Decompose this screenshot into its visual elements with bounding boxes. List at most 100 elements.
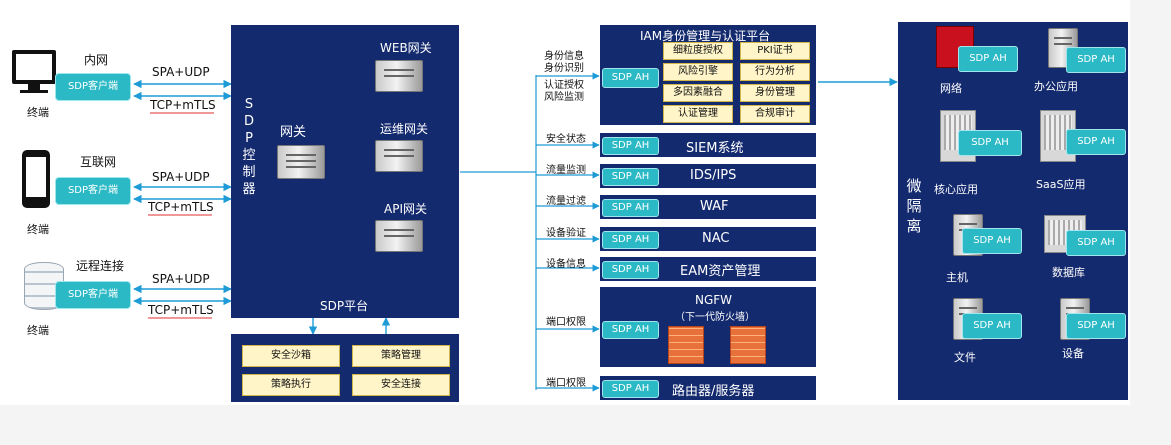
iam-left-label: 身份信息: [544, 51, 584, 62]
sdp-ah-badge[interactable]: SDP AH: [1066, 230, 1126, 256]
iam-item[interactable]: 行为分析: [740, 63, 810, 81]
controller-title-char: S: [244, 97, 254, 112]
sdp-controller-panel: [231, 25, 459, 318]
controller-title-char: 器: [242, 182, 256, 197]
ngfw-subtitle: （下一代防火墙）: [675, 312, 755, 323]
api-gateway-server-icon: [375, 220, 423, 252]
bar-left-label: 设备信息: [546, 259, 586, 270]
resource-label: 主机: [946, 271, 968, 284]
sdp-ah-badge[interactable]: SDP AH: [602, 137, 659, 155]
sdp-ah-badge[interactable]: SDP AH: [1066, 129, 1126, 155]
policy-execution-module[interactable]: 策略执行: [242, 374, 340, 396]
sdp-client-button[interactable]: SDP客户端: [55, 73, 131, 101]
policy-management-module[interactable]: 策略管理: [352, 345, 450, 367]
sdp-ah-badge[interactable]: SDP AH: [602, 261, 659, 279]
iam-left-label: 身份识别: [544, 63, 584, 74]
upper-protocol-label: SPA+UDP: [152, 65, 210, 79]
main-gateway-server-icon: [277, 145, 325, 179]
resource-label: 网络: [940, 82, 962, 95]
sdp-ah-badge[interactable]: SDP AH: [1066, 47, 1126, 73]
bar-left-label: 端口权限: [546, 317, 586, 328]
sdp-ah-badge[interactable]: SDP AH: [958, 46, 1018, 72]
terminal-network-label: 内网: [84, 53, 109, 67]
resource-label: 设备: [1062, 347, 1084, 360]
upper-protocol-label: SPA+UDP: [152, 272, 210, 286]
ngfw-title: NGFW: [695, 293, 733, 307]
iam-item[interactable]: 合规审计: [740, 105, 810, 123]
iam-item[interactable]: 细粒度授权: [663, 42, 733, 60]
secure-connection-module[interactable]: 安全连接: [352, 374, 450, 396]
iam-left-label: 风险监测: [544, 92, 584, 103]
nac-title: NAC: [702, 231, 730, 246]
sdp-ah-badge[interactable]: SDP AH: [602, 168, 659, 186]
resource-label: 核心应用: [934, 183, 978, 196]
sdp-ah-badge[interactable]: SDP AH: [602, 380, 659, 398]
micro-isolation-title: 微 隔 离: [905, 176, 923, 236]
terminal-label: 终端: [27, 106, 49, 119]
iam-left-label: 认证授权: [544, 80, 584, 91]
resource-label: 数据库: [1052, 266, 1085, 279]
sdp-ah-badge[interactable]: SDP AH: [602, 231, 659, 249]
controller-title-char: P: [245, 131, 253, 146]
micro-title-char: 隔: [906, 197, 922, 215]
eam-title: EAM资产管理: [680, 264, 761, 279]
iam-item[interactable]: 多因素融合: [663, 84, 733, 102]
sdp-client-button[interactable]: SDP客户端: [55, 177, 131, 205]
router-title: 路由器/服务器: [672, 384, 755, 399]
terminal-network-label: 远程连接: [76, 259, 125, 273]
ops-gateway-label: 运维网关: [380, 122, 429, 136]
lower-protocol-label: TCP+mTLS: [148, 303, 214, 317]
main-gateway-label: 网关: [280, 125, 307, 140]
bar-left-label: 流量过滤: [546, 196, 586, 207]
iam-item[interactable]: PKI证书: [740, 42, 810, 60]
controller-title-char: 控: [242, 148, 256, 163]
controller-title-char: 制: [242, 165, 256, 180]
monitor-stand: [28, 84, 40, 90]
sdp-platform-label: SDP平台: [320, 299, 369, 313]
security-sandbox-module[interactable]: 安全沙箱: [242, 345, 340, 367]
controller-title-char: D: [243, 114, 254, 129]
protocol-underlines: [148, 112, 214, 319]
sdp-ah-badge[interactable]: SDP AH: [602, 199, 659, 217]
sdp-ah-badge[interactable]: SDP AH: [962, 313, 1022, 339]
resource-label: SaaS应用: [1036, 178, 1086, 191]
security-fanout: [460, 72, 600, 392]
bar-left-label: 设备验证: [546, 228, 586, 239]
bar-left-label: 安全状态: [546, 134, 586, 145]
sdp-ah-badge[interactable]: SDP AH: [962, 228, 1022, 254]
ids-ips-title: IDS/IPS: [690, 168, 737, 183]
iam-item[interactable]: 身份管理: [740, 84, 810, 102]
firewall-icon: [668, 326, 704, 364]
micro-title-char: 微: [906, 177, 922, 195]
micro-title-char: 离: [906, 217, 922, 235]
lower-protocol-label: TCP+mTLS: [150, 98, 216, 112]
web-gateway-label: WEB网关: [380, 41, 432, 55]
siem-title: SIEM系统: [686, 141, 744, 156]
bar-left-label: 端口权限: [546, 378, 586, 389]
mobile-screen: [26, 157, 46, 197]
api-gateway-label: API网关: [384, 202, 427, 216]
sdp-ah-badge[interactable]: SDP AH: [602, 321, 659, 339]
desktop-monitor-icon: [12, 50, 56, 84]
ops-gateway-server-icon: [375, 140, 423, 172]
controller-title: S D P 控 制 器: [241, 96, 257, 198]
iam-item[interactable]: 风险引擎: [663, 63, 733, 81]
micro-isolation-panel: [898, 22, 1128, 400]
iam-title: IAM身份管理与认证平台: [640, 29, 771, 43]
terminal-network-label: 互联网: [80, 155, 117, 169]
resource-label: 文件: [954, 351, 976, 364]
waf-title: WAF: [700, 199, 729, 214]
sdp-ah-badge[interactable]: SDP AH: [602, 68, 659, 88]
monitor-base: [20, 90, 48, 93]
upper-protocol-label: SPA+UDP: [152, 170, 210, 184]
terminal-label: 终端: [27, 324, 49, 337]
sdp-ah-badge[interactable]: SDP AH: [1066, 313, 1126, 339]
sdp-ah-badge[interactable]: SDP AH: [958, 130, 1022, 156]
lower-protocol-label: TCP+mTLS: [148, 200, 214, 214]
bar-left-label: 流量监测: [546, 165, 586, 176]
sdp-client-button[interactable]: SDP客户端: [55, 281, 131, 309]
resource-label: 办公应用: [1034, 80, 1078, 93]
web-gateway-server-icon: [375, 60, 423, 92]
iam-item[interactable]: 认证管理: [663, 105, 733, 123]
